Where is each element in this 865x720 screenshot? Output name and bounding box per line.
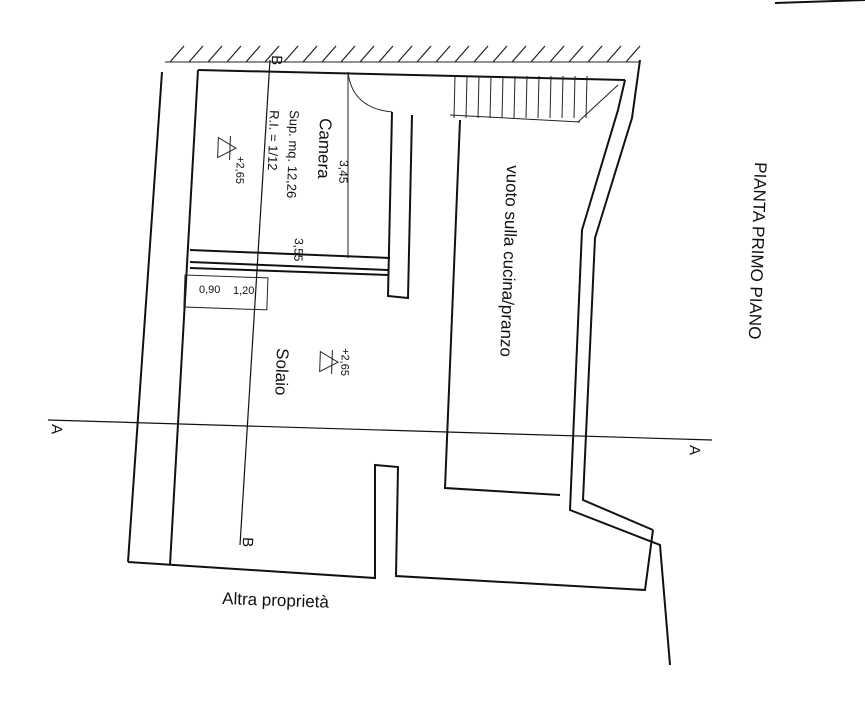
- hatch-stroke: [397, 45, 413, 63]
- camera-surface: Sup. mq. 12,26: [284, 110, 302, 199]
- stair-tread: [525, 75, 528, 119]
- hatch-stroke: [625, 45, 641, 63]
- section-label-b-top: B: [268, 55, 285, 66]
- stair-tread: [537, 75, 540, 119]
- camera-level: +2,65: [233, 156, 246, 184]
- hatch-stroke: [226, 45, 242, 63]
- level-marker-camera: [217, 135, 238, 161]
- hatch-stroke: [492, 45, 508, 63]
- level-marker-solaio: [319, 349, 340, 375]
- hatch-stroke: [530, 45, 546, 63]
- hatch-stroke: [549, 45, 565, 63]
- window-dim-a: 0,90: [199, 284, 220, 296]
- hatch-stroke: [473, 45, 489, 63]
- camera-ratio: R.I. = 1/12: [265, 110, 282, 171]
- void-label: vuoto sulla cucina/pranzo: [496, 165, 522, 357]
- plan-title: PIANTA PRIMO PIANO: [745, 162, 770, 340]
- stair-tread: [477, 75, 480, 119]
- window-dim-b: 1,20: [233, 285, 254, 297]
- section-line-a: [47, 419, 713, 441]
- camera-dim-width: 3,45: [336, 160, 351, 184]
- top-wall-hatching: [165, 45, 641, 63]
- hatch-stroke: [302, 45, 318, 63]
- camera-walls: [183, 71, 413, 311]
- hatch-stroke: [321, 45, 337, 63]
- hatch-stroke: [378, 45, 394, 63]
- stair-tread: [585, 75, 588, 119]
- hatch-stroke: [340, 45, 356, 63]
- hatch-stroke: [568, 45, 584, 63]
- sheet-edge-line: [774, 0, 865, 4]
- stair-and-void: [443, 75, 619, 496]
- stair-tread: [573, 75, 576, 119]
- camera-name: Camera: [314, 118, 335, 180]
- camera-dim-depth: 3,55: [291, 238, 306, 262]
- stair-tread: [501, 75, 504, 119]
- hatch-stroke: [188, 45, 204, 63]
- stair-tread: [465, 75, 468, 119]
- hatch-stroke: [587, 45, 603, 63]
- hatch-stroke: [416, 45, 432, 63]
- hatch-stroke: [511, 45, 527, 63]
- solaio-name: Solaio: [271, 348, 292, 396]
- hatch-stroke: [245, 45, 261, 63]
- stair-tread: [561, 75, 564, 119]
- section-label-b-bottom: B: [239, 537, 256, 548]
- hatch-stroke: [207, 45, 223, 63]
- section-line-b: [239, 59, 271, 546]
- stair-tread: [513, 75, 516, 119]
- hatch-stroke: [359, 45, 375, 63]
- hatch-stroke: [283, 45, 299, 63]
- outer-walls: [127, 59, 671, 666]
- neighbor-label: Altra proprietà: [222, 589, 330, 612]
- stair-tread: [489, 75, 492, 119]
- solaio-level: +2,65: [338, 348, 351, 376]
- stair-tread: [453, 75, 456, 119]
- hatch-stroke: [454, 45, 470, 63]
- stair-tread: [549, 75, 552, 119]
- hatch-stroke: [606, 45, 622, 63]
- hatch-stroke: [264, 45, 280, 63]
- hatch-stroke: [169, 45, 185, 63]
- section-label-a-right: A: [686, 445, 703, 456]
- hatch-stroke: [435, 45, 451, 63]
- section-label-a-left: A: [48, 424, 65, 435]
